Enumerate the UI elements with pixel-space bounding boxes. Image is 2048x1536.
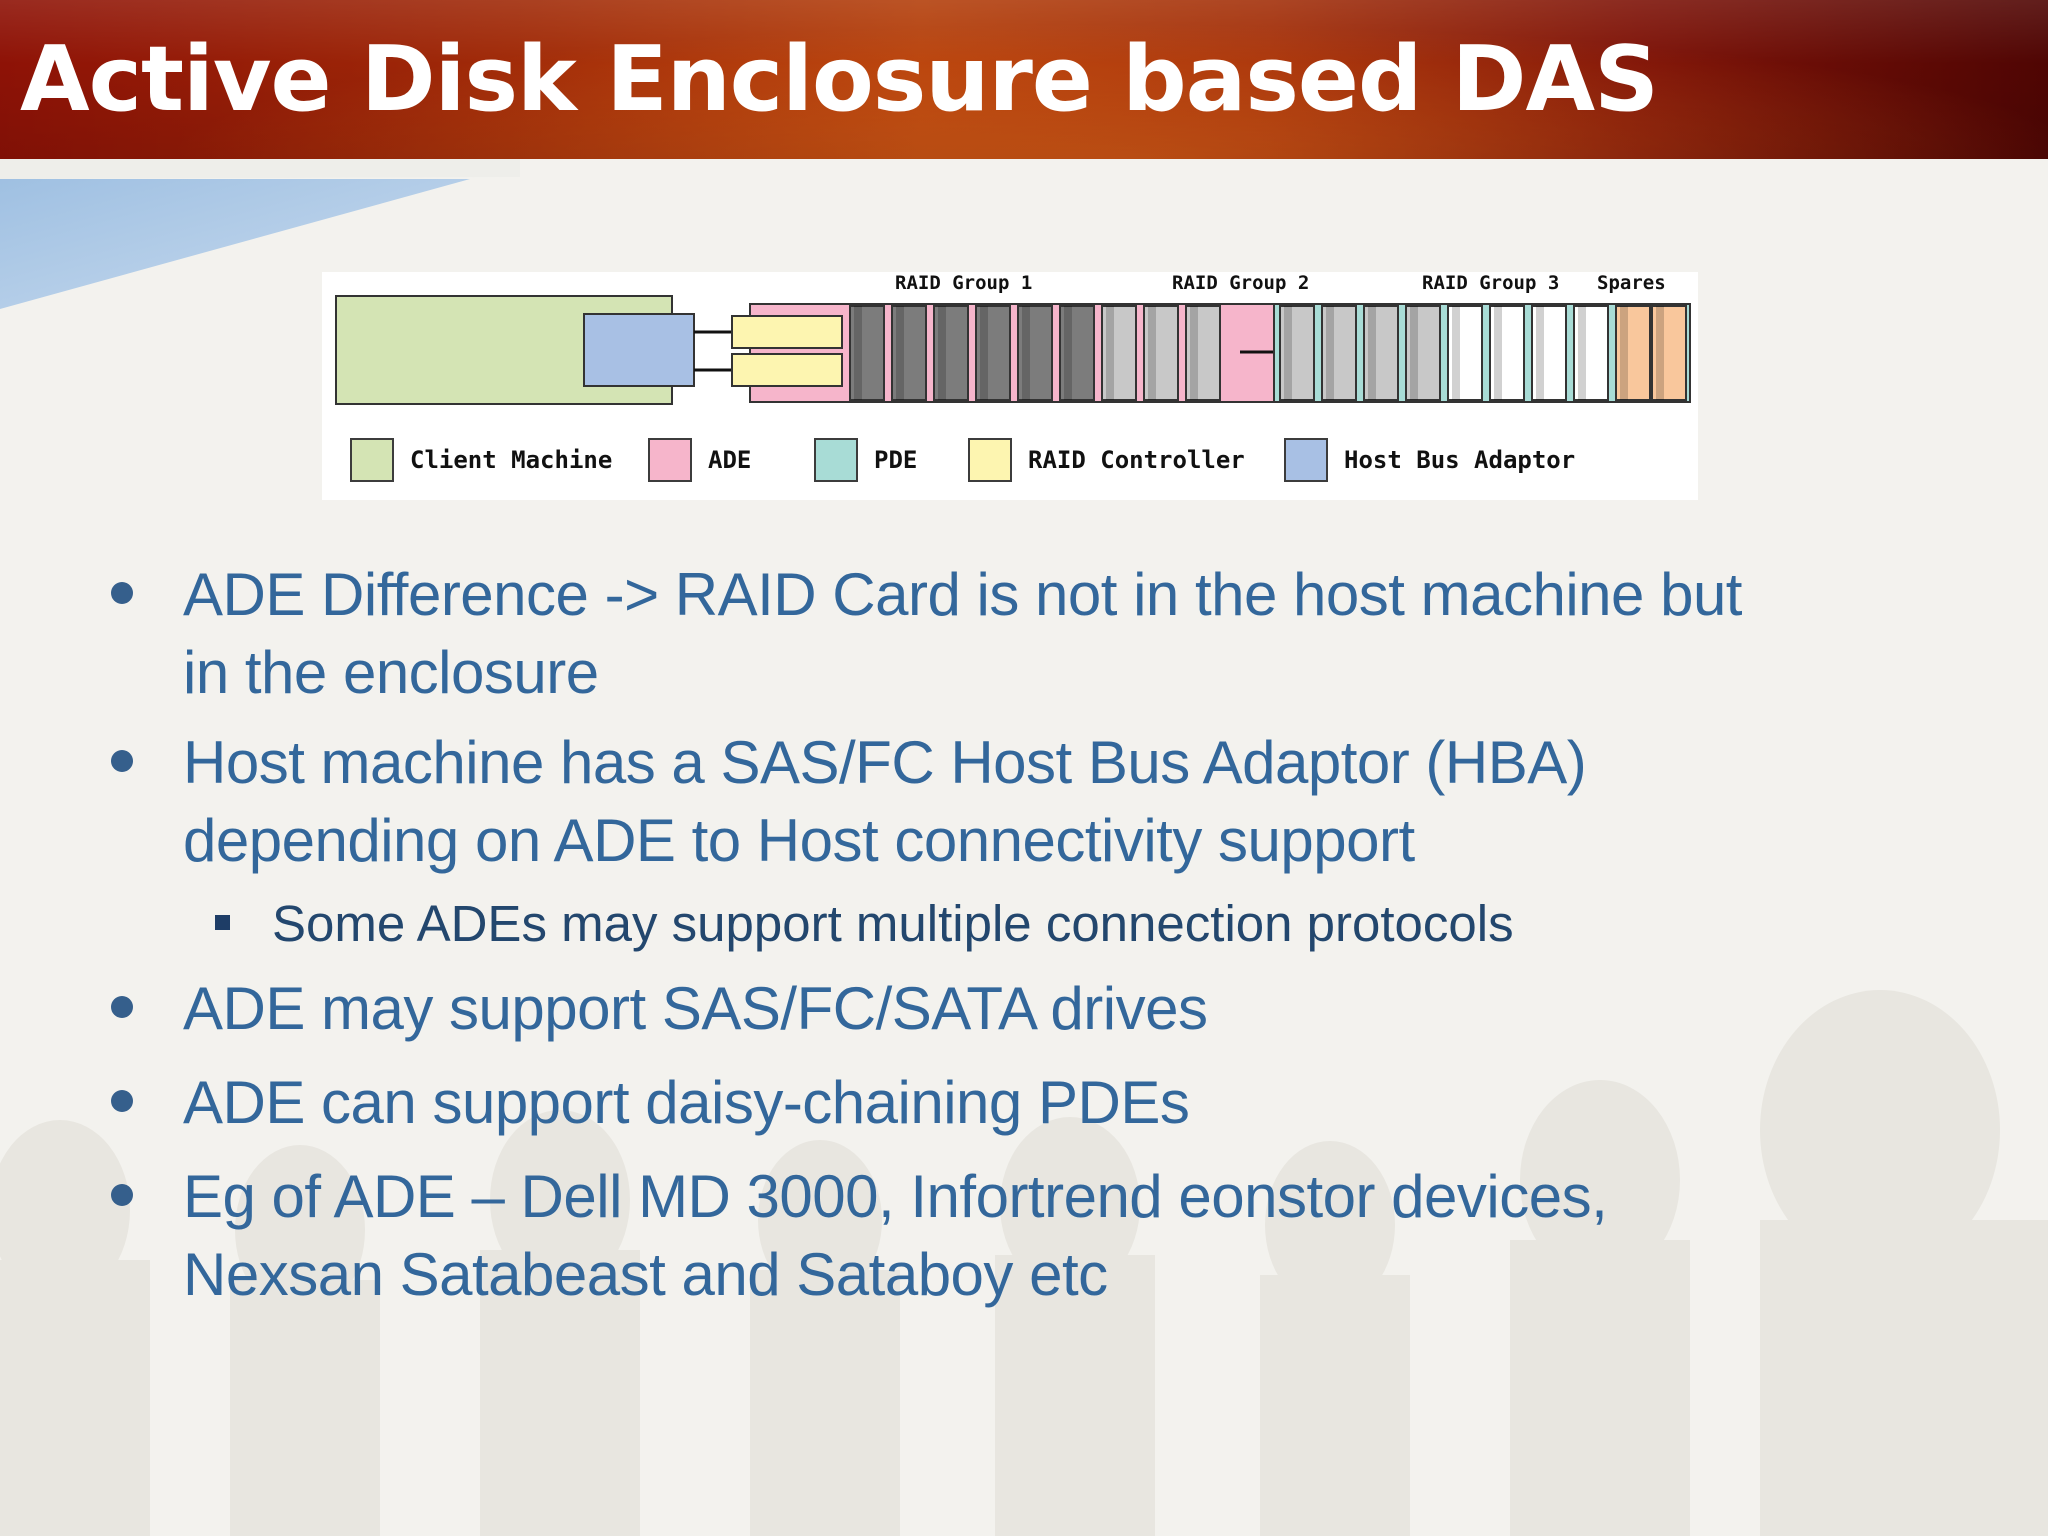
- legend-label-hba: Host Bus Adaptor: [1344, 446, 1576, 474]
- bullet-1-line-1: ADE Difference -> RAID Card is not in th…: [183, 561, 1742, 628]
- drive-raid-group-1-shade: [938, 306, 946, 400]
- bullet-2-line-2: depending on ADE to Host connectivity su…: [183, 807, 1415, 874]
- spares-label: Spares: [1597, 272, 1666, 294]
- raid-group-1-label: RAID Group 1: [895, 272, 1033, 294]
- legend-label-ade: ADE: [708, 446, 752, 474]
- drive-raid-group-3: [1531, 305, 1567, 401]
- background-wedge: [0, 159, 520, 309]
- drive-raid-group-3-shade: [1536, 306, 1544, 400]
- host-bus-adaptor-box: [583, 313, 695, 387]
- drive-raid-group-2-shade: [1284, 306, 1292, 400]
- slide-title: Active Disk Enclosure based DAS: [20, 27, 1659, 132]
- legend-swatch-pde: [814, 438, 858, 482]
- bullet-1-line-2: in the enclosure: [183, 639, 599, 706]
- bullet-marker: [111, 750, 133, 772]
- drive-raid-group-2: [1185, 305, 1221, 401]
- drive-raid-group-1: [975, 305, 1011, 401]
- drive-raid-group-3-shade: [1494, 306, 1502, 400]
- drive-raid-group-1-shade: [1064, 306, 1072, 400]
- raid-controller-1: [731, 315, 843, 349]
- drive-raid-group-1: [933, 305, 969, 401]
- drive-raid-group-2-shade: [1410, 306, 1418, 400]
- topology-graphic: [335, 295, 1691, 405]
- title-bar: Active Disk Enclosure based DAS: [0, 0, 2048, 159]
- legend-swatch-client: [350, 438, 394, 482]
- drive-spare-shade: [1620, 306, 1628, 400]
- das-diagram: RAID Group 1 RAID Group 2 RAID Group 3 S…: [322, 272, 1698, 500]
- drive-raid-group-2: [1279, 305, 1315, 401]
- drive-raid-group-3: [1573, 305, 1609, 401]
- drive-raid-group-1-shade: [1022, 306, 1030, 400]
- raid-group-2-label: RAID Group 2: [1172, 272, 1310, 294]
- drive-raid-group-1-shade: [854, 306, 862, 400]
- drive-raid-group-3-shade: [1452, 306, 1460, 400]
- drive-raid-group-2-shade: [1368, 306, 1376, 400]
- drive-raid-group-2: [1143, 305, 1179, 401]
- background-crowd: [0, 990, 2048, 1536]
- drive-raid-group-1-shade: [896, 306, 904, 400]
- raid-controller-2: [731, 353, 843, 387]
- ade-drives: [849, 305, 1221, 401]
- drive-raid-group-1-shade: [980, 306, 988, 400]
- drive-raid-group-2: [1363, 305, 1399, 401]
- drive-raid-group-2-shade: [1326, 306, 1334, 400]
- drive-raid-group-1: [1017, 305, 1053, 401]
- drive-raid-group-3-shade: [1578, 306, 1586, 400]
- drive-raid-group-2-shade: [1190, 306, 1198, 400]
- bullet-2-line-1: Host machine has a SAS/FC Host Bus Adapt…: [183, 729, 1587, 796]
- drive-spare: [1651, 305, 1687, 401]
- legend-label-raid-controller: RAID Controller: [1028, 446, 1245, 474]
- bullet-marker: [111, 582, 133, 604]
- bullet-2-sub-1: Some ADEs may support multiple connectio…: [272, 895, 1514, 952]
- pde-drives: [1279, 305, 1687, 401]
- drive-raid-group-1: [891, 305, 927, 401]
- drive-raid-group-3: [1447, 305, 1483, 401]
- legend-label-client: Client Machine: [410, 446, 613, 474]
- drive-raid-group-2: [1321, 305, 1357, 401]
- legend-swatch-raid-controller: [968, 438, 1012, 482]
- legend-swatch-ade: [648, 438, 692, 482]
- drive-raid-group-3: [1489, 305, 1525, 401]
- drive-raid-group-2: [1405, 305, 1441, 401]
- drive-raid-group-2-shade: [1106, 306, 1114, 400]
- drive-raid-group-1: [849, 305, 885, 401]
- drive-raid-group-2-shade: [1148, 306, 1156, 400]
- legend-swatch-hba: [1284, 438, 1328, 482]
- raid-group-3-label: RAID Group 3: [1422, 272, 1560, 294]
- drive-raid-group-1: [1059, 305, 1095, 401]
- drive-raid-group-2: [1101, 305, 1137, 401]
- sub-bullet-marker: [215, 915, 230, 930]
- legend-label-pde: PDE: [874, 446, 918, 474]
- drive-spare-shade: [1656, 306, 1664, 400]
- drive-spare: [1615, 305, 1651, 401]
